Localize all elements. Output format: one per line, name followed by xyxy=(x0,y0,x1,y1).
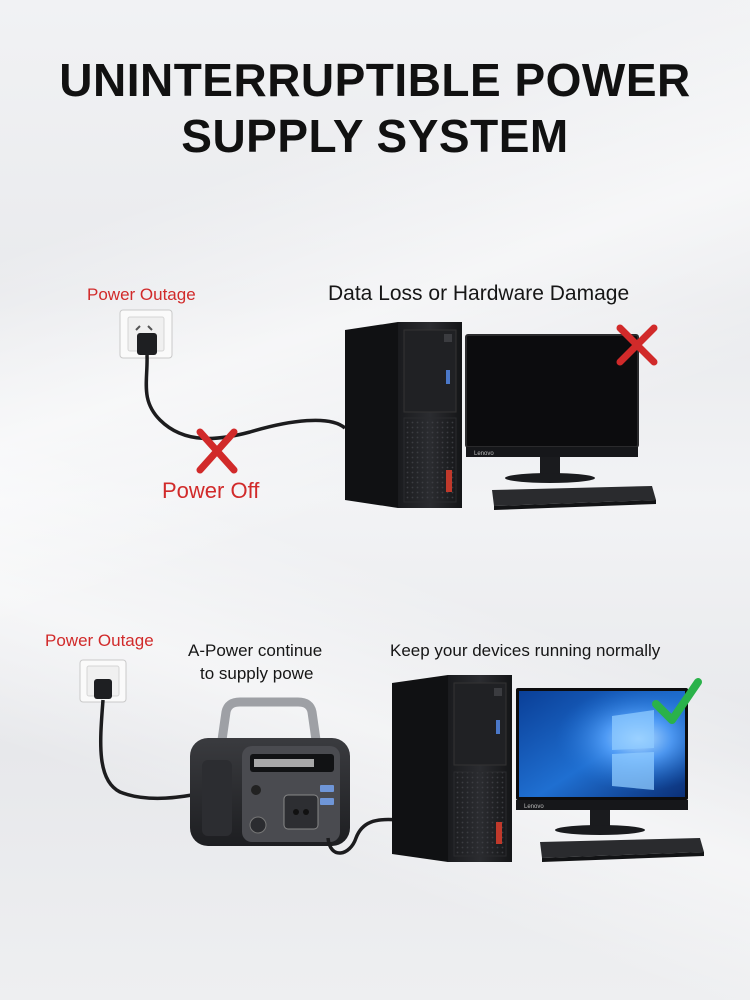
cross-mark-icon xyxy=(196,428,238,474)
page-title-line-2: SUPPLY SYSTEM xyxy=(181,110,569,162)
keyboard xyxy=(540,838,704,862)
station-label-line-2: to supply powe xyxy=(200,664,314,683)
monitor-off: Lenovo xyxy=(465,334,639,483)
monitor-brand: Lenovo xyxy=(524,804,544,810)
power-off-label: Power Off xyxy=(162,478,260,503)
monitor-brand: Lenovo xyxy=(474,451,494,457)
power-outage-label-bottom: Power Outage xyxy=(45,631,154,650)
power-cable xyxy=(144,354,347,441)
pc-tower xyxy=(392,675,512,862)
keyboard xyxy=(492,486,656,510)
cross-mark-icon xyxy=(616,324,658,366)
data-loss-label: Data Loss or Hardware Damage xyxy=(328,282,630,305)
page-title-line-1: UNINTERRUPTIBLE POWER xyxy=(59,54,691,106)
power-cable xyxy=(98,699,193,801)
keep-running-label: Keep your devices running normally xyxy=(390,641,661,660)
portable-power-station xyxy=(190,697,350,846)
power-cable xyxy=(326,817,399,855)
pc-tower xyxy=(345,322,462,508)
wall-outlet-icon xyxy=(79,659,127,703)
power-outage-label-top: Power Outage xyxy=(87,285,196,304)
station-label-line-1: A-Power continue xyxy=(188,641,323,660)
check-mark-icon xyxy=(652,678,702,724)
wall-outlet-icon xyxy=(119,309,173,359)
